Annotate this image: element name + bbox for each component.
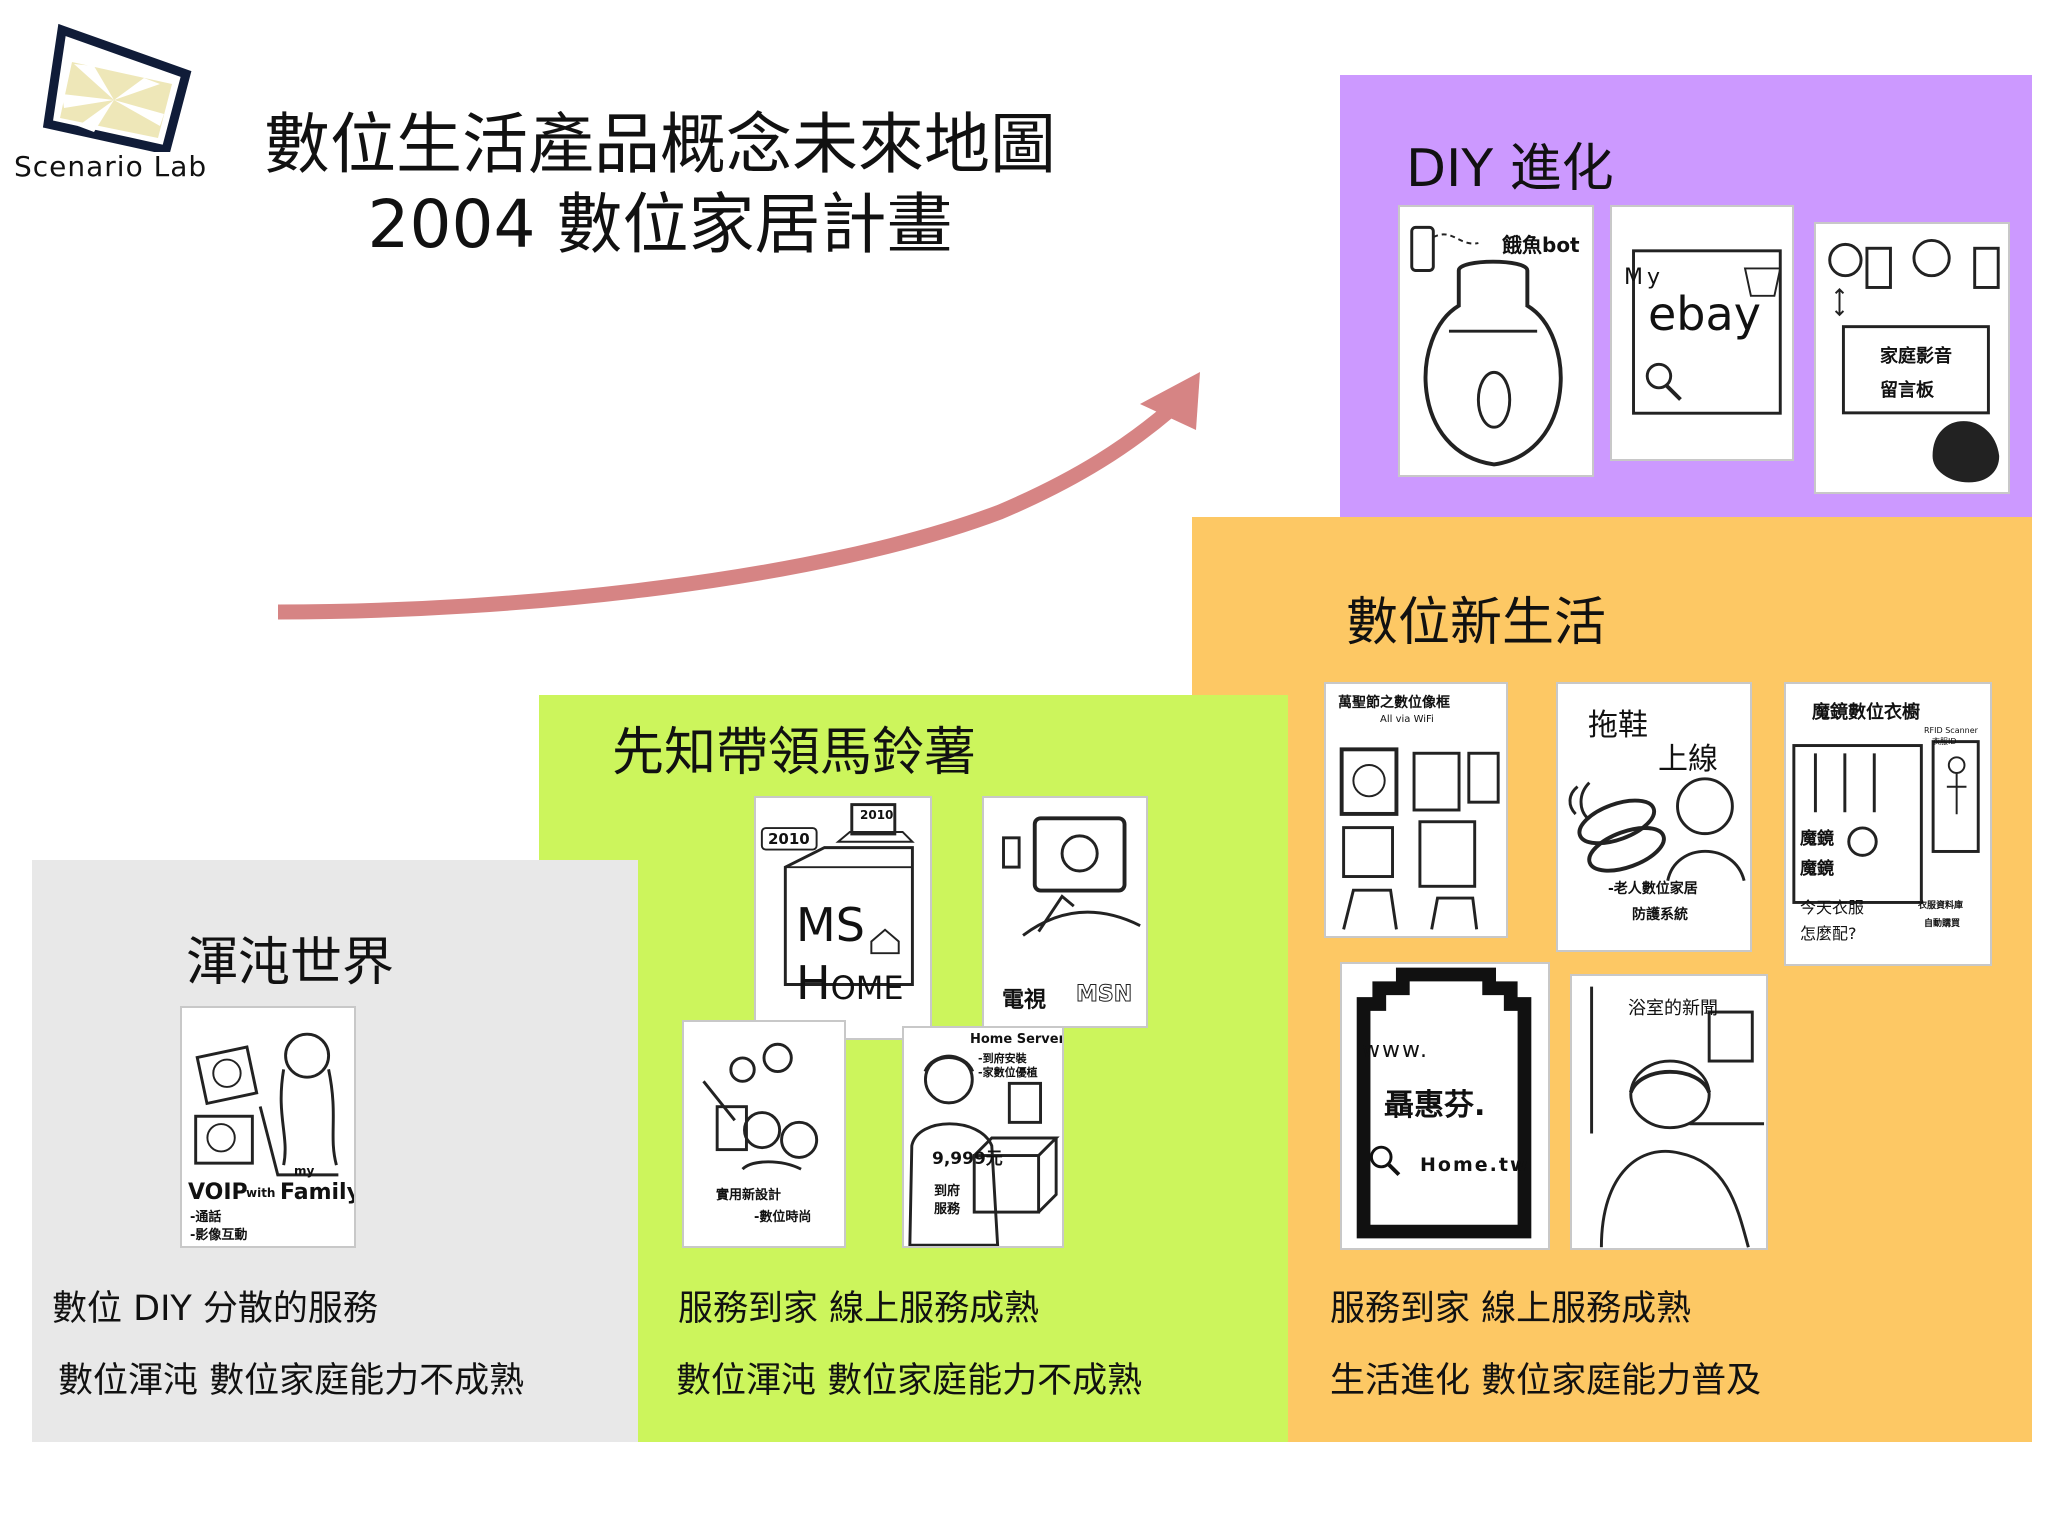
slippers-line-1: 拖鞋 <box>1588 708 1648 743</box>
message-line-1: 家庭影音 <box>1880 346 1952 367</box>
ms-home-home: Home <box>796 956 904 1010</box>
card-ms-home: 2010 2010 MS Home <box>754 796 932 1040</box>
fashion-design-sketch-icon <box>702 1042 819 1171</box>
wardrobe-sub-1: RFID Scanner <box>1924 726 1978 735</box>
ms-home-laptop-year: 2010 <box>860 808 894 822</box>
my-ebay-my: My <box>1624 265 1665 290</box>
growth-arrow-head <box>1140 372 1200 430</box>
stage-note-newlife-1: 服務到家 線上服務成熟 <box>1330 1289 1692 1329</box>
stage-title-newlife: 數位新生活 <box>1346 593 1607 653</box>
page-title: 數位生活產品概念未來地圖 2004 數位家居計畫 <box>230 105 1090 265</box>
slippers-sub-2: 防護系統 <box>1632 907 1688 923</box>
wardrobe-sketch-icon <box>1792 740 1980 904</box>
card-fish-bot: 餓魚bot <box>1398 205 1594 477</box>
voip-family: Family <box>280 1180 356 1205</box>
slippers-line-2: 上線 <box>1658 742 1718 777</box>
frame-title: 萬聖節之數位像框 <box>1338 695 1450 711</box>
stage-note-chaos-1: 數位 DIY 分散的服務 <box>52 1289 378 1329</box>
home-server-visit: 到府 <box>934 1184 961 1199</box>
design-line-1: 實用新設計 <box>716 1188 782 1203</box>
stage-note-pioneer-1: 服務到家 線上服務成熟 <box>678 1289 1040 1329</box>
voip-sub-2: -影像互動 <box>190 1228 248 1243</box>
home-server-price: 9,999元 <box>932 1149 1003 1169</box>
voip-sketch-icon <box>194 1032 339 1177</box>
wardrobe-q-1: 今天衣服 <box>1800 898 1865 917</box>
bathroom-title: 浴室的新聞 <box>1628 998 1718 1019</box>
wardrobe-q-2: 怎麼配? <box>1800 924 1857 943</box>
logo-mark-icon <box>42 23 192 152</box>
home-server-sub-2: -家數位優植 <box>978 1066 1038 1079</box>
home-server-sub-1: -到府安裝 <box>978 1052 1027 1065</box>
voip-sub-1: -通話 <box>190 1210 222 1225</box>
stage-note-newlife-2: 生活進化 數位家庭能力普及 <box>1330 1361 1762 1401</box>
bathroom-sketch-icon <box>1590 986 1765 1248</box>
ms-home-year: 2010 <box>768 830 810 848</box>
digital-frame-sketch-icon <box>1339 747 1500 930</box>
wardrobe-sub-2: 衣服ID <box>1932 737 1957 746</box>
card-slippers-online: 拖鞋 上線 -老人數位家居 防護系統 <box>1556 682 1752 952</box>
home-server-sketch-icon <box>908 1054 1060 1246</box>
voip-with: with <box>246 1186 276 1200</box>
card-digital-frame: 萬聖節之數位像框 All via WiFi <box>1324 682 1508 938</box>
stage-title-diy: DIY 進化 <box>1406 139 1614 199</box>
card-home-server: Home Server -到府安裝 -家數位優植 9,999元 到府 服務 <box>902 1026 1064 1248</box>
msn-label: MSN <box>1075 982 1133 1008</box>
stage-title-pioneer: 先知帶領馬鈴薯 <box>612 723 977 783</box>
website-name: 聶惠芬. <box>1384 1088 1486 1123</box>
wardrobe-title: 魔鏡數位衣櫥 <box>1812 702 1920 723</box>
tv-msn-sketch-icon <box>1002 816 1141 937</box>
message-line-2: 留言板 <box>1880 380 1934 401</box>
stage-title-chaos: 渾沌世界 <box>186 933 395 993</box>
wardrobe-note-1: 衣服資料庫 <box>1918 901 1964 911</box>
stage-note-pioneer-2: 數位渾沌 數位家庭能力不成熟 <box>676 1361 1143 1401</box>
voip-label: VOIP <box>188 1180 248 1205</box>
design-line-2: -數位時尚 <box>754 1210 812 1225</box>
frame-sub: All via WiFi <box>1380 714 1434 725</box>
card-message-board: 家庭影音 留言板 <box>1814 222 2010 494</box>
wardrobe-mirror-1: 魔鏡 <box>1800 829 1834 849</box>
website-frame-icon <box>1356 967 1532 1239</box>
wardrobe-note-2: 自動購買 <box>1924 919 1961 929</box>
card-bathroom-news: 浴室的新聞 <box>1570 974 1768 1250</box>
my-ebay-sketch-icon <box>1632 249 1782 415</box>
card-personal-website: www. 聶惠芬. Home.tw <box>1340 962 1550 1250</box>
card-fashion-design: 實用新設計 -數位時尚 <box>682 1020 846 1248</box>
title-line-1: 數位生活產品概念未來地圖 <box>264 106 1056 183</box>
scenario-lab-logo: Scenario Lab <box>12 22 212 183</box>
stage-note-chaos-2: 數位渾沌 數位家庭能力不成熟 <box>58 1361 525 1401</box>
fish-bot-sketch-icon <box>1410 225 1563 467</box>
message-board-sketch-icon <box>1828 238 2000 483</box>
website-www: www. <box>1362 1038 1429 1063</box>
wardrobe-mirror-2: 魔鏡 <box>1800 859 1834 879</box>
my-ebay-ebay: ebay <box>1648 287 1761 341</box>
card-my-ebay: My ebay <box>1610 205 1794 461</box>
tv-label: 電視 <box>1002 988 1047 1013</box>
card-voip-family: VOIP with Family my -通話 -影像互動 <box>180 1006 356 1248</box>
voip-my: my <box>294 1164 315 1178</box>
website-home: Home.tw <box>1420 1154 1530 1176</box>
home-server-service: 服務 <box>934 1202 961 1217</box>
growth-arrow-path <box>277 404 1175 620</box>
title-line-2: 2004 數位家居計畫 <box>367 186 953 263</box>
ms-home-box-icon <box>760 803 915 986</box>
slippers-sketch-icon <box>1568 777 1746 882</box>
ms-home-ms: MS <box>796 898 865 952</box>
card-magic-wardrobe: 魔鏡數位衣櫥 RFID Scanner 衣服ID 魔鏡 魔鏡 今天衣服 怎麼配?… <box>1784 682 1992 966</box>
slippers-sub-1: -老人數位家居 <box>1608 881 1698 897</box>
home-server-header: Home Server <box>970 1032 1064 1047</box>
card-tv-msn: 電視 MSN <box>982 796 1148 1028</box>
fish-bot-label: 餓魚bot <box>1502 233 1580 257</box>
logo-text: Scenario Lab <box>14 150 208 183</box>
